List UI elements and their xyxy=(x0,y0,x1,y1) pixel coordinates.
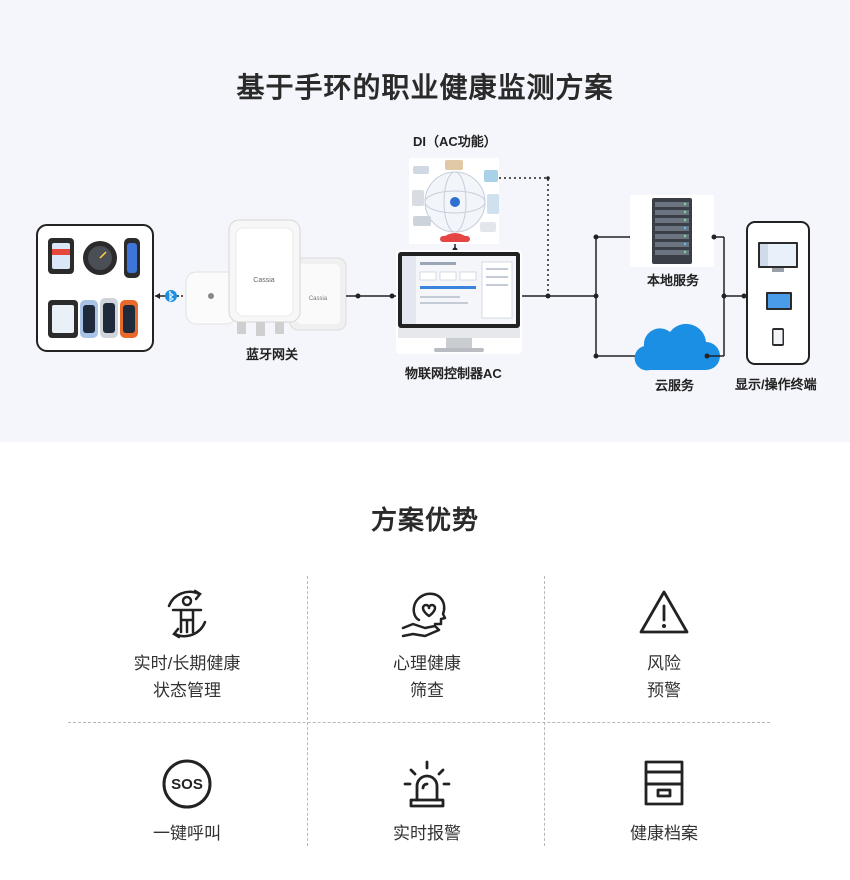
advantage-item: 心理健康 筛查 xyxy=(308,586,546,704)
head-heart-icon xyxy=(401,592,447,638)
wristband-devices xyxy=(36,224,154,352)
advantages-title: 方案优势 xyxy=(370,505,479,535)
advantage-item: 健康档案 xyxy=(545,756,783,847)
advantage-item: 实时报警 xyxy=(308,756,546,847)
bluetooth-link xyxy=(155,290,184,302)
alarm-light-icon xyxy=(403,760,451,808)
advantage-line1: 实时/长期健康 xyxy=(133,654,241,673)
advantage-item: 实时/长期健康 状态管理 xyxy=(68,586,306,704)
advantage-line1: 一键呼叫 xyxy=(153,824,221,843)
sos-icon: SOS xyxy=(162,759,212,809)
advantage-line2: 预警 xyxy=(647,681,681,700)
iot-controller-monitor xyxy=(396,250,522,354)
cloud-icon xyxy=(634,323,720,371)
display-terminals xyxy=(746,221,810,365)
advantage-line2: 状态管理 xyxy=(153,681,221,700)
di-label: DI（AC功能） xyxy=(413,134,497,149)
terminal-label: 显示/操作终端 xyxy=(735,377,817,392)
architecture-diagram: Cassia Cassia xyxy=(36,158,810,371)
advantage-item: SOS 一键呼叫 xyxy=(68,756,306,847)
archive-box-icon xyxy=(644,760,684,806)
bluetooth-gateway: Cassia Cassia xyxy=(185,219,347,336)
advantage-line1: 风险 xyxy=(647,654,681,673)
gateway-label: 蓝牙网关 xyxy=(246,347,299,362)
solution-title: 基于手环的职业健康监测方案 xyxy=(236,72,614,103)
di-appliances xyxy=(409,158,499,244)
advantage-item: 风险 预警 xyxy=(545,586,783,704)
warning-triangle-icon xyxy=(639,590,689,634)
controller-label: 物联网控制器AC xyxy=(405,366,502,381)
local-server-label: 本地服务 xyxy=(647,273,700,288)
svg-text:SOS: SOS xyxy=(171,776,203,793)
gateway-brand-small: Cassia xyxy=(309,296,328,302)
cloud-label: 云服务 xyxy=(655,378,695,393)
grid-divider-v2 xyxy=(544,576,545,846)
grid-divider-v1 xyxy=(307,576,308,846)
advantage-line1: 心理健康 xyxy=(393,654,461,673)
grid-divider-h xyxy=(68,722,770,723)
advantage-line1: 实时报警 xyxy=(393,824,461,843)
person-cycle-icon xyxy=(167,589,207,639)
advantage-line2: 筛查 xyxy=(410,681,444,700)
gateway-brand: Cassia xyxy=(253,277,275,284)
advantage-line1: 健康档案 xyxy=(630,824,698,843)
local-server-rack xyxy=(630,195,714,267)
